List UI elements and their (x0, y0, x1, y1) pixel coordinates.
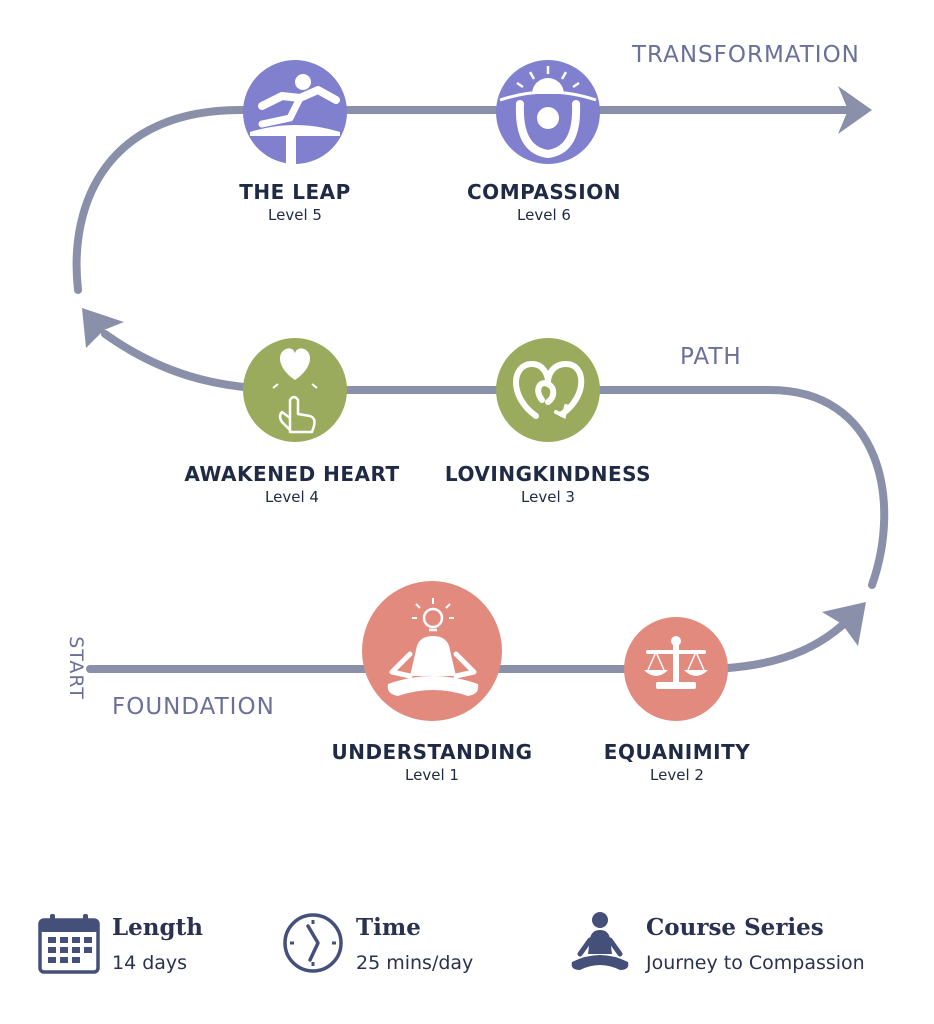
stage-title-equanimity: EQUANIMITY (603, 740, 751, 764)
hurdle-jump-icon (250, 74, 340, 164)
stage-level-understanding: Level 1 (405, 766, 459, 784)
stage-circle-equanimity (624, 617, 728, 721)
phase-label-path: PATH (680, 344, 742, 370)
arrowhead-top (838, 86, 872, 134)
journey-diagram: TRANSFORMATION PATH FOUNDATION START THE… (65, 42, 889, 784)
journey-path-left-curve (72, 106, 854, 294)
arrowhead-right-lower (822, 602, 866, 646)
arrowhead-left (82, 308, 124, 348)
stage-level-equanimity: Level 2 (650, 766, 704, 784)
stage-level-compassion: Level 6 (517, 206, 571, 224)
length-value: 14 days (112, 952, 188, 974)
stage-title-lovingkindness: LOVINGKINDNESS (444, 462, 652, 486)
calendar-icon (38, 914, 100, 974)
stage-title-leap: THE LEAP (239, 180, 351, 204)
length-label: Length (112, 914, 203, 941)
meditation-lightbulb-icon (387, 598, 479, 696)
time-label: Time (356, 914, 421, 941)
time-value: 25 mins/day (356, 952, 474, 974)
meditator-icon (571, 912, 629, 970)
clock-icon (283, 913, 343, 973)
stage-circle-compassion (496, 60, 600, 164)
phase-label-start: START (65, 636, 87, 700)
stage-circle-understanding (362, 581, 502, 721)
stage-title-understanding: UNDERSTANDING (331, 740, 533, 764)
journey-path-right-curve (101, 330, 889, 589)
phase-label-foundation: FOUNDATION (112, 694, 275, 720)
stage-level-lovingkindness: Level 3 (521, 488, 575, 506)
stage-level-leap: Level 5 (268, 206, 322, 224)
finger-heart-icon (272, 348, 318, 434)
course-info-bar: Length 14 days Time 25 mins/day Course S… (0, 900, 934, 1000)
phase-label-transformation: TRANSFORMATION (632, 42, 860, 68)
stage-title-awakened-heart: AWAKENED HEART (184, 462, 400, 486)
series-label: Course Series (646, 914, 824, 941)
sunrise-embrace-icon (499, 66, 597, 159)
stage-level-awakened-heart: Level 4 (265, 488, 319, 506)
stage-title-compassion: COMPASSION (467, 180, 621, 204)
series-value: Journey to Compassion (646, 952, 865, 974)
heart-loop-icon (513, 360, 585, 419)
stage-circle-leap (243, 60, 347, 164)
balance-scale-icon (644, 636, 708, 689)
stage-circle-awakened-heart (243, 338, 347, 442)
stage-circle-lovingkindness (496, 338, 600, 442)
path-svg (72, 60, 889, 721)
